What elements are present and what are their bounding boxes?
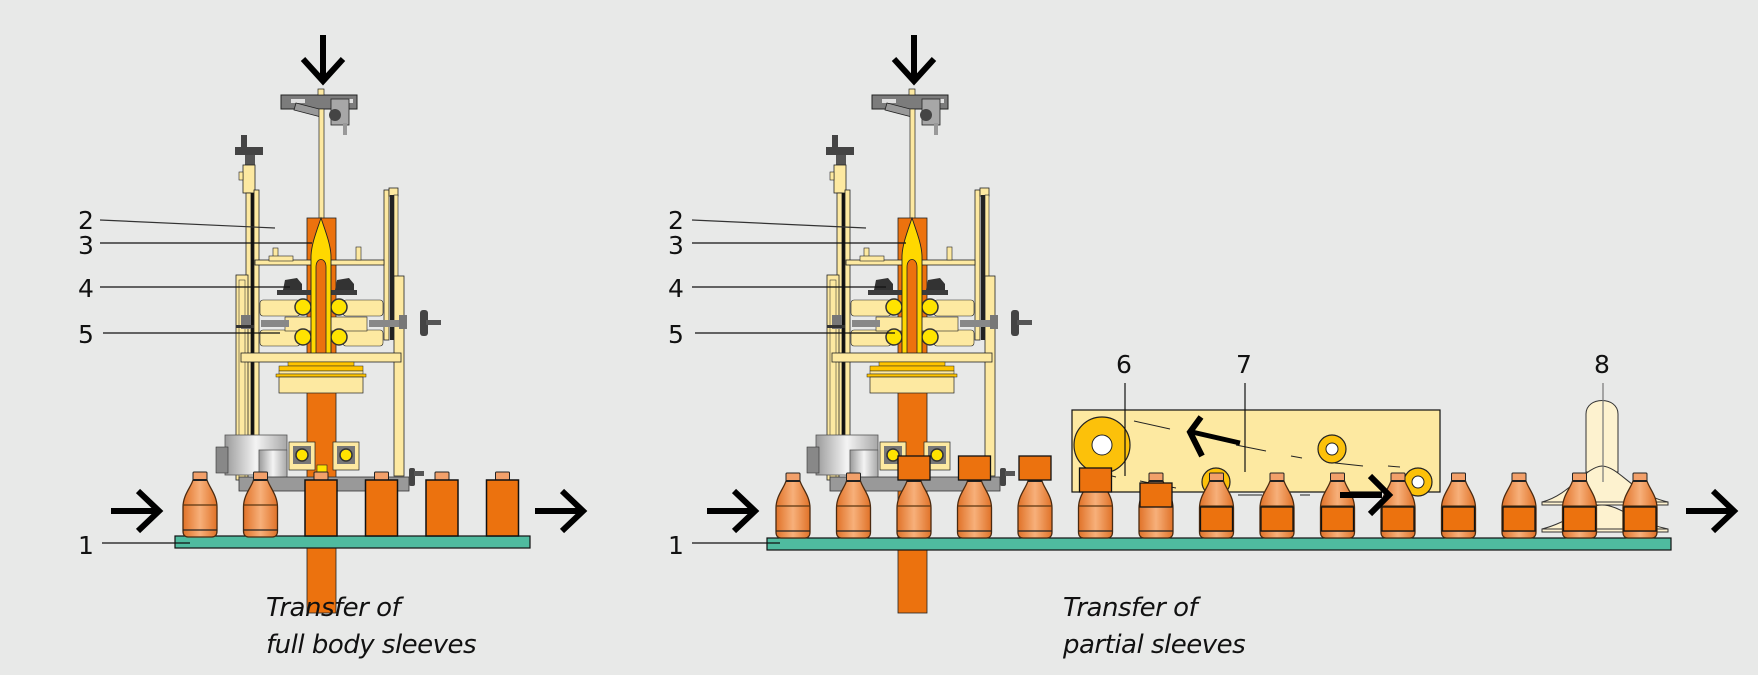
callout-3: 3	[78, 231, 94, 260]
sleeve	[1199, 506, 1234, 532]
panel-full-body-sleeves: 2 3 4 5 1	[78, 35, 583, 614]
callout-7: 7	[1236, 350, 1252, 379]
arrow-down-icon	[303, 35, 343, 81]
bottle-partial-sleeve	[1440, 472, 1477, 539]
bottle-bare	[182, 471, 218, 538]
sleeve	[1139, 482, 1173, 508]
bottle-row	[775, 455, 1658, 539]
callout-1: 1	[78, 531, 94, 560]
bottle-bare	[775, 472, 811, 539]
sleeve	[1381, 506, 1415, 532]
bottle-sleeve-high	[1017, 455, 1053, 539]
panel-partial-sleeves: 2 3 4 5 1 6 7 8	[668, 35, 1734, 614]
arrow-left-icon	[1191, 429, 1241, 446]
bottle-sleeve-high	[896, 455, 932, 539]
callout-2: 2	[668, 206, 684, 235]
callout-5: 5	[78, 320, 94, 349]
arrow-right-icon	[535, 491, 583, 531]
callout-2: 2	[78, 206, 94, 235]
bottle-full-sleeve	[485, 471, 520, 537]
arrow-right-icon	[1686, 491, 1734, 531]
bottle-sleeve-lower	[1138, 472, 1174, 539]
callout-1: 1	[668, 531, 684, 560]
sleeve	[1502, 506, 1536, 532]
sleeve	[1562, 506, 1597, 532]
sleeve	[897, 455, 931, 481]
caption-line: Transfer of	[266, 593, 401, 623]
callout-8: 8	[1594, 350, 1610, 379]
caption-full-body: Transfer of full body sleeves	[266, 590, 477, 664]
positioning-belt-unit	[1071, 409, 1441, 493]
bottle-sleeve-high	[956, 455, 993, 539]
sleeve	[1018, 455, 1052, 481]
caption-line: Transfer of	[1063, 593, 1198, 623]
sleeve	[1320, 506, 1355, 532]
callout-3: 3	[668, 231, 684, 260]
sleeve	[1623, 506, 1657, 532]
caption-partial: Transfer of partial sleeves	[1063, 590, 1246, 664]
bottle-full-sleeve	[364, 471, 399, 537]
bottle-sleeve-mid	[1077, 467, 1114, 539]
callout-6: 6	[1116, 350, 1132, 379]
arrow-right-icon	[111, 491, 159, 531]
conveyor	[174, 535, 531, 549]
caption-line: full body sleeves	[266, 630, 477, 660]
callout-4: 4	[668, 274, 684, 303]
callout-5: 5	[668, 320, 684, 349]
bottle-full-sleeve	[304, 471, 338, 537]
sleeve	[1078, 467, 1113, 493]
arrow-right-icon	[707, 491, 755, 531]
sleeve	[1441, 506, 1476, 532]
caption-line: partial sleeves	[1063, 630, 1246, 660]
conveyor	[766, 537, 1672, 551]
sleeve	[1260, 506, 1294, 532]
bottle-full-sleeve	[425, 471, 459, 537]
arrow-down-icon	[894, 35, 934, 81]
bottle-partial-sleeve	[1501, 472, 1537, 539]
callout-4: 4	[78, 274, 94, 303]
sleeve	[957, 455, 992, 481]
